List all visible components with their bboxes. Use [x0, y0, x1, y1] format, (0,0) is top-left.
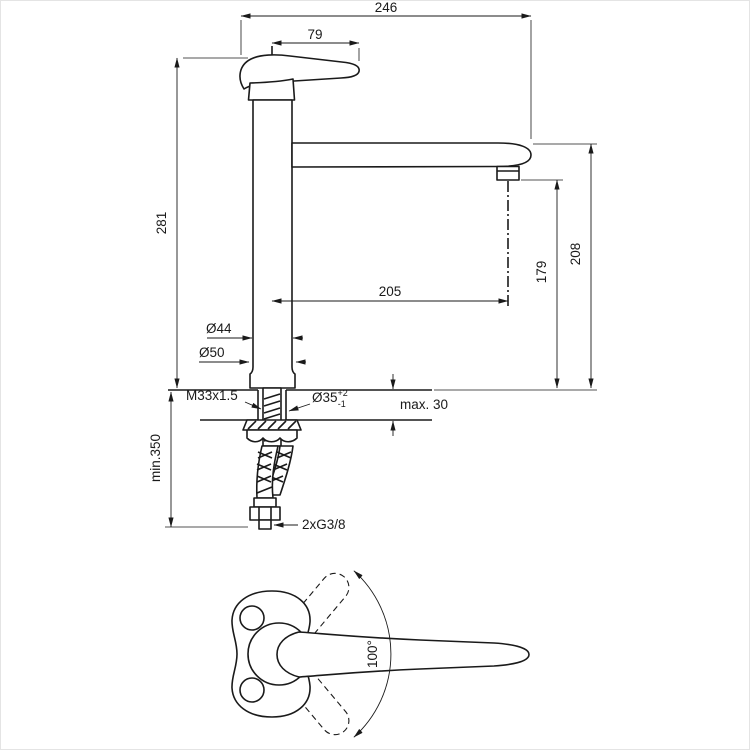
hose-braid	[272, 463, 288, 471]
dim-label-swivel-angle: 100°	[365, 640, 380, 668]
fitting-collar	[253, 497, 277, 508]
dim-min-hose-length: min.350	[148, 391, 248, 528]
thread-hatch	[263, 413, 281, 420]
dim-handle-length: 79	[271, 27, 360, 61]
dim-label-spout-reach: 205	[379, 284, 402, 299]
supply-hoses	[255, 445, 294, 499]
label-connection-spec: 2xG3/8	[273, 517, 346, 532]
mounting-nut	[246, 429, 298, 443]
dim-label-base-diameter: Ø50	[199, 345, 225, 360]
handle-cap	[247, 78, 296, 101]
hose-braid	[256, 486, 273, 494]
dim-label-connection-spec: 2xG3/8	[302, 517, 346, 532]
dim-label-overall-reach: 246	[375, 0, 398, 15]
dim-label-max-deck-thickness: max. 30	[400, 397, 448, 412]
hose-braid	[256, 475, 272, 483]
dim-label-total-height: 281	[154, 212, 169, 235]
hose-braid	[257, 451, 273, 459]
mounting-hole-bottom	[239, 677, 265, 703]
dim-total-height: 281	[154, 57, 248, 389]
dim-body-diameter: Ø44	[206, 321, 303, 341]
plan-view: 100°	[231, 570, 530, 738]
fitting-nipple	[258, 519, 272, 530]
dim-label-handle-length: 79	[307, 27, 322, 42]
label-thread-spec: M33x1.5	[186, 388, 262, 410]
washer-hatch	[287, 420, 297, 430]
hose-braid	[276, 451, 292, 459]
spout-outlet	[496, 165, 520, 181]
thread-hatch	[263, 400, 281, 407]
dim-label-body-diameter: Ø44	[206, 321, 232, 336]
dim-label-spout-height: 208	[568, 243, 583, 266]
washer-hatch	[247, 420, 257, 430]
hole-diameter-value: Ø35	[312, 390, 338, 405]
dim-label-outlet-height: 179	[534, 261, 549, 284]
dim-overall-reach: 246	[240, 0, 532, 139]
washer-hatch	[257, 420, 267, 430]
dim-swivel-angle: 100°	[353, 570, 392, 738]
hole-tolerance-minus: -1	[338, 399, 346, 409]
dim-spout-height: 208	[434, 143, 597, 391]
mounting-hardware	[242, 419, 302, 443]
hose-braid	[256, 463, 272, 471]
dim-label-min-hose-length: min.350	[148, 434, 163, 482]
mounting-hole-top	[239, 605, 265, 631]
fitting-hex-nut	[249, 506, 281, 521]
thread-hatch	[263, 393, 281, 400]
dim-base-diameter: Ø50	[199, 345, 306, 365]
handle-lever-plan	[276, 631, 530, 678]
spout-arm	[291, 142, 532, 168]
dim-label-hole-diameter: Ø35+2-1	[312, 388, 348, 409]
dim-outlet-height: 179	[521, 179, 563, 389]
dim-label-thread-spec: M33x1.5	[186, 388, 238, 403]
dim-spout-reach: 205	[271, 284, 509, 304]
dimensions: 246 79 281 205 179 208	[148, 0, 597, 532]
side-view-faucet	[168, 46, 532, 530]
washer-hatch	[267, 420, 277, 430]
hole-tolerance-plus: +2	[338, 388, 348, 398]
swivel-arc	[353, 570, 392, 738]
plan-view-faucet	[231, 590, 530, 718]
label-hole-diameter: Ø35+2-1	[288, 388, 348, 412]
thread-hatch	[263, 407, 281, 414]
washer-hatch	[277, 420, 287, 430]
faucet-body	[249, 99, 296, 389]
dim-max-deck-thickness: max. 30	[390, 374, 448, 436]
hose-fitting	[249, 497, 281, 530]
